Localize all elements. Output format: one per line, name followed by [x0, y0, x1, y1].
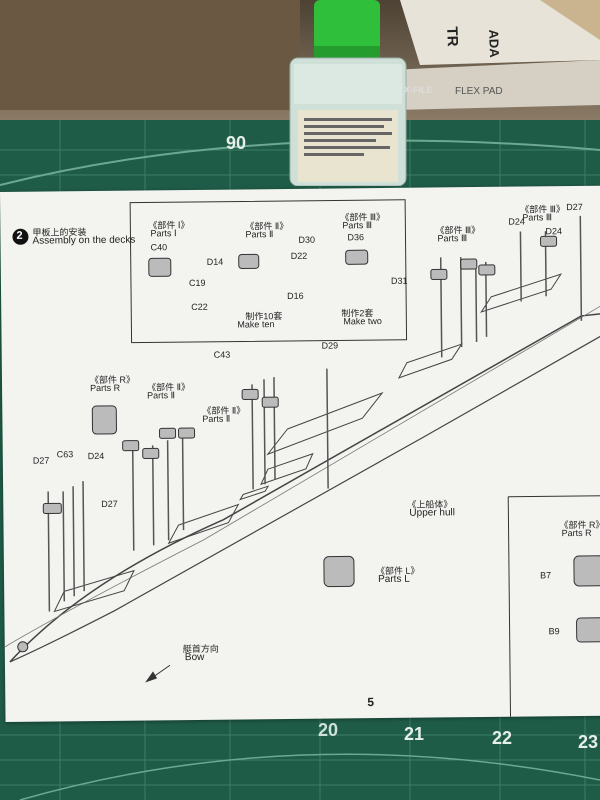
callout-c43: C43	[213, 349, 231, 360]
mat-label-22: 22	[492, 728, 513, 748]
callout-d29: D29	[321, 340, 339, 351]
part-d16: D16	[287, 290, 304, 301]
callout-d27-a: D27	[32, 455, 50, 466]
hull-diagram	[4, 199, 600, 717]
callout-d27-c: D27	[566, 201, 583, 213]
mat-label-90: 90	[226, 133, 247, 153]
instruction-sheet: 2 甲板上的安装 Assembly on the decks 《部件 Ⅰ》 Pa…	[0, 185, 600, 722]
glue-bottle	[289, 0, 407, 186]
page-number: 5	[367, 695, 375, 710]
cardboard-box	[0, 0, 600, 110]
parts-ii-1-en: Parts Ⅱ	[147, 390, 176, 401]
mat-label-21: 21	[404, 724, 425, 744]
parts-l-en: Parts L	[378, 573, 410, 586]
inset-left-title-en: Parts Ⅰ	[150, 228, 177, 239]
part-c19: C19	[188, 277, 206, 289]
box-text-tr: TR	[443, 26, 461, 47]
callout-d24-c: D24	[545, 226, 563, 237]
part-d36: D36	[347, 232, 365, 243]
mat-label-20: 20	[318, 720, 339, 740]
parts-r-right-en: Parts R	[561, 527, 592, 539]
part-b9: B9	[548, 626, 560, 637]
step-title-en: Assembly on the decks	[32, 234, 136, 247]
part-d22: D22	[290, 250, 308, 261]
bow-en: Bow	[184, 651, 205, 664]
callout-d24-a: D24	[87, 450, 105, 462]
part-d30: D30	[298, 234, 316, 245]
parts-iii-top-en: Parts Ⅲ	[437, 233, 468, 244]
parts-r-left-en: Parts R	[90, 382, 121, 394]
upper-hull-en: Upper hull	[409, 507, 456, 519]
mat-label-23: 23	[578, 732, 599, 752]
part-c22: C22	[191, 301, 208, 313]
parts-iii-right-en: Parts Ⅲ	[522, 212, 553, 223]
bottle-brand: X-FILE	[404, 85, 433, 95]
inset-middle-title-en: Parts Ⅱ	[245, 229, 274, 240]
part-c40: C40	[150, 242, 168, 253]
part-d31: D31	[390, 275, 408, 286]
part-b7: B7	[539, 570, 552, 581]
inset-right-note-en: Make two	[343, 316, 382, 327]
part-d14: D14	[206, 256, 224, 267]
callout-d24-b: D24	[508, 216, 525, 227]
box-text-flex-pad: FLEX PAD	[455, 86, 503, 97]
callout-d27-b: D27	[101, 498, 118, 509]
callout-c63: C63	[56, 449, 74, 460]
inset-right-title-en: Parts Ⅲ	[342, 220, 373, 231]
box-text-ada: ADA	[486, 29, 503, 58]
inset-middle-note-en: Make ten	[237, 319, 275, 330]
parts-ii-2-en: Parts Ⅱ	[202, 413, 231, 424]
step-number: 2	[16, 229, 23, 242]
